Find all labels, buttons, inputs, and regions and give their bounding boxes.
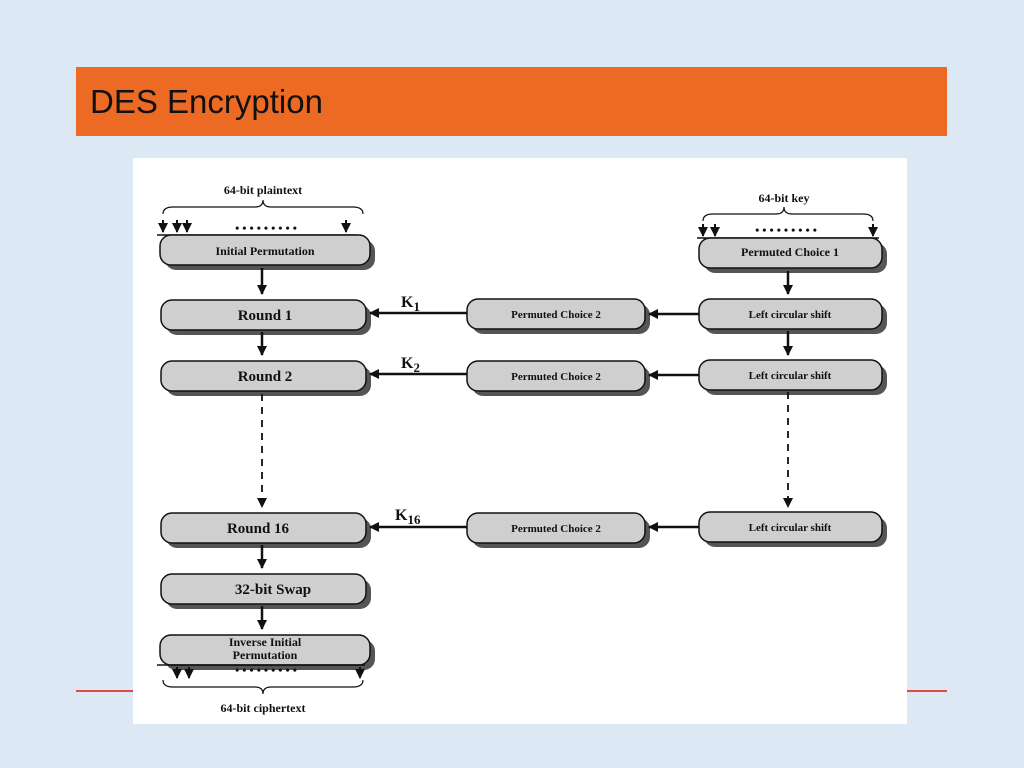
round-1-label: Round 1 xyxy=(238,308,293,324)
permuted-choice-2-label-1: Permuted Choice 2 xyxy=(511,309,601,321)
permuted-choice-2-label-16: Permuted Choice 2 xyxy=(511,523,601,535)
key-dots: • • • • • • • • • xyxy=(755,223,817,237)
ciphertext-brace xyxy=(162,679,364,695)
footer-rule-right xyxy=(902,690,947,692)
ciphertext-label: 64-bit ciphertext xyxy=(221,701,306,715)
subkey-label-1: K1 xyxy=(401,294,420,314)
plaintext-label: 64-bit plaintext xyxy=(224,183,302,197)
plaintext-dots: • • • • • • • • • xyxy=(235,221,297,235)
slide-title: DES Encryption xyxy=(90,83,323,120)
swap-box xyxy=(160,573,367,605)
inverse-permutation-label-line2: Permutation xyxy=(233,648,298,662)
des-diagram-svg: 64-bit plaintext • • • • • • • • • Initi… xyxy=(157,183,887,715)
ciphertext-dots: • • • • • • • • • xyxy=(235,663,297,677)
round-1-box xyxy=(160,299,367,331)
round-2-label: Round 2 xyxy=(238,369,293,385)
round-2-box xyxy=(160,360,367,392)
permuted-choice-2-box-2 xyxy=(466,360,646,392)
key-label: 64-bit key xyxy=(759,191,810,205)
permuted-choice-2-label-2: Permuted Choice 2 xyxy=(511,371,601,383)
swap-label: 32-bit Swap xyxy=(235,582,311,598)
permuted-choice-1-box xyxy=(698,237,883,269)
slide-title-bar: DES Encryption xyxy=(76,67,947,136)
round-16-box xyxy=(160,512,367,544)
plaintext-brace xyxy=(162,199,364,215)
subkey-label-2: K2 xyxy=(401,355,420,375)
initial-permutation-label: Initial Permutation xyxy=(216,244,315,258)
des-diagram: 64-bit plaintext • • • • • • • • • Initi… xyxy=(133,158,907,724)
left-shift-2-label: Left circular shift xyxy=(749,370,832,382)
left-shift-1-label: Left circular shift xyxy=(749,309,832,321)
inverse-permutation-label-line1: Inverse Initial xyxy=(229,635,302,649)
subkey-label-16: K16 xyxy=(395,507,421,527)
footer-rule-left xyxy=(76,690,138,692)
initial-permutation-box xyxy=(159,234,371,266)
key-brace xyxy=(702,206,874,222)
round-16-label: Round 16 xyxy=(227,521,290,537)
left-shift-16-label: Left circular shift xyxy=(749,522,832,534)
permuted-choice-1-label: Permuted Choice 1 xyxy=(741,245,839,259)
